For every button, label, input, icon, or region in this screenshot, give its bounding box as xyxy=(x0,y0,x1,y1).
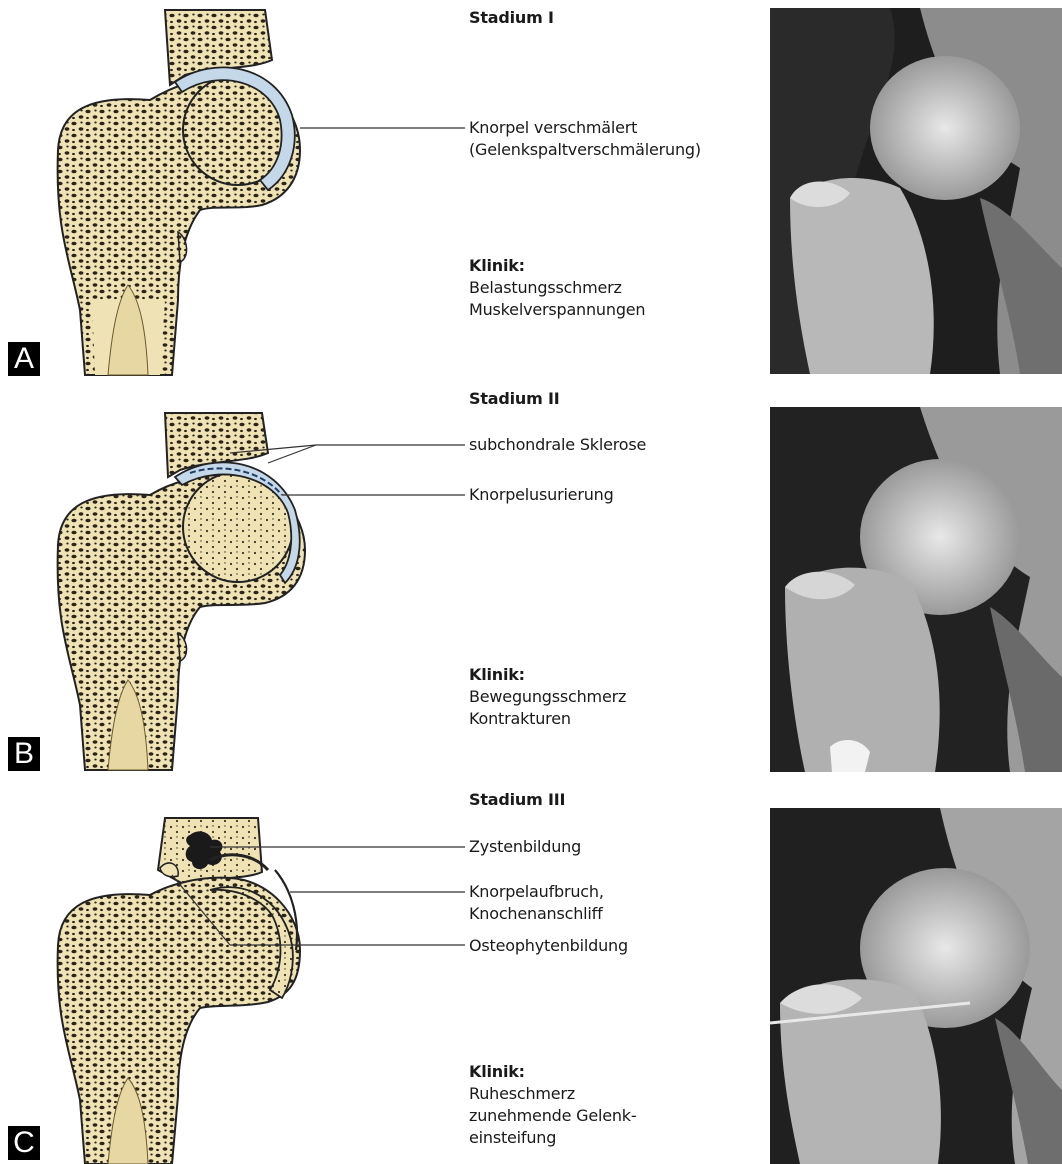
xray-stage-3 xyxy=(770,808,1062,1164)
label-bone-abrasion: Knochenanschliff xyxy=(469,904,603,924)
klinik-line: einsteifung xyxy=(469,1128,556,1148)
panel-letter-c: C xyxy=(8,1126,40,1160)
panel-letter-b: B xyxy=(8,737,40,771)
klinik-title: Klinik: xyxy=(469,665,525,685)
stage-title: Stadium III xyxy=(469,790,565,810)
panel-stage-2: B Stadium II subchondrale Sklerose Knorp… xyxy=(0,385,1062,780)
stage-title: Stadium I xyxy=(469,8,554,28)
klinik-line: Muskelverspannungen xyxy=(469,300,645,320)
label-cyst-formation: Zystenbildung xyxy=(469,837,581,857)
klinik-title: Klinik: xyxy=(469,256,525,276)
xray-stage-2 xyxy=(770,407,1062,772)
klinik-line: zunehmende Gelenk- xyxy=(469,1106,636,1126)
klinik-line: Ruheschmerz xyxy=(469,1084,575,1104)
panel-letter-a: A xyxy=(8,342,40,376)
klinik-line: Kontrakturen xyxy=(469,709,571,729)
label-joint-space-narrowing: (Gelenkspaltverschmälerung) xyxy=(469,140,701,160)
label-cartilage-erosion: Knorpelusurierung xyxy=(469,485,614,505)
klinik-line: Bewegungsschmerz xyxy=(469,687,626,707)
klinik-title: Klinik: xyxy=(469,1062,525,1082)
leader-lines-stage-2 xyxy=(0,385,470,585)
klinik-line: Belastungsschmerz xyxy=(469,278,622,298)
label-cartilage-breakdown: Knorpelaufbruch, xyxy=(469,882,604,902)
label-subchondral-sclerosis: subchondrale Sklerose xyxy=(469,435,646,455)
panel-stage-1: A Stadium I Knorpel verschmälert (Gelenk… xyxy=(0,0,1062,385)
xray-stage-1 xyxy=(770,8,1062,374)
leader-lines-stage-3 xyxy=(0,780,470,980)
leader-lines-stage-1 xyxy=(0,0,470,200)
stage-title: Stadium II xyxy=(469,389,559,409)
panel-stage-3: C Stadium III Zystenbildung Knorpelaufbr… xyxy=(0,780,1062,1164)
label-cartilage-narrowed: Knorpel verschmälert xyxy=(469,118,637,138)
label-osteophyte-formation: Osteophytenbildung xyxy=(469,936,628,956)
